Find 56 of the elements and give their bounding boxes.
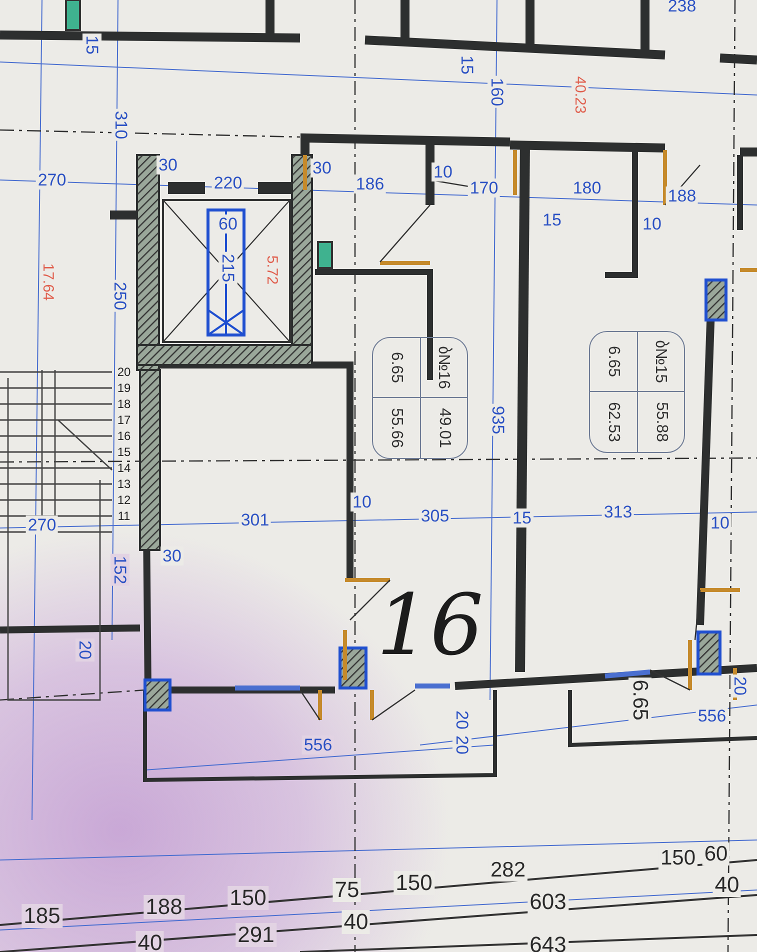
living-area-value: 55.88 [637,392,684,452]
ceiling-height-value: 6.65 [590,332,637,392]
dimension-label: 20 [76,638,94,662]
room-number: ბ№15 [637,332,684,392]
step-number: 11 [118,510,130,522]
dimension-label: 20 [452,734,472,756]
room-number: ბ№16 [420,338,467,398]
dimension-label: 75 [332,878,362,902]
dimension-label: 40 [136,931,164,952]
ceiling-height-value: 6.65 [373,338,420,398]
dimension-label: 188 [666,186,698,206]
area-label: 40.23 [572,74,588,116]
dimension-label: 30 [310,158,334,178]
dimension-label: 186 [354,174,386,194]
step-number: 12 [117,494,131,506]
dimension-label: 30 [160,546,184,566]
dimension-label: 15 [510,508,534,528]
dimension-label: 20 [730,674,750,698]
dimension-label: 170 [468,178,500,198]
living-area-value: 49.01 [420,398,467,458]
dimension-label: 150 [658,846,698,870]
dimension-label: 6.65 [628,678,652,722]
dimension-label: 60 [702,842,730,866]
dimension-label: 150 [394,871,434,895]
handwritten-number: 16 [376,583,484,667]
dimension-label: 15 [82,34,102,56]
dimension-label: 40 [712,873,742,897]
dimension-label: 152 [110,554,130,586]
step-number: 13 [117,478,131,490]
dimension-label: 10 [708,514,732,532]
dimension-label: 270 [26,516,58,534]
dimension-label: 270 [36,170,68,190]
dimension-label: 188 [144,895,184,919]
dimension-label: 160 [488,76,506,108]
dimension-label: 60 [216,214,240,234]
dimension-label: 215 [218,252,238,284]
step-number: 15 [117,446,131,458]
total-area-value: 62.53 [604,400,624,444]
total-area-value: 55.66 [388,406,406,450]
dimension-label: 150 [228,886,268,910]
dimension-label: 10 [432,162,454,182]
room-info-table [589,331,685,453]
step-number: 18 [117,398,131,410]
dimension-label: 185 [22,904,62,928]
dimension-label: 310 [112,108,130,142]
room-info-table [372,337,468,459]
step-number: 17 [117,414,131,426]
step-number: 19 [117,382,131,394]
dimension-label: 30 [156,156,180,174]
step-number: 14 [117,462,131,474]
dimension-label: 10 [350,492,374,512]
step-number: 16 [117,430,131,442]
step-number: 20 [117,366,131,378]
dimension-label: 291 [236,923,276,947]
dimension-label: 556 [302,736,334,754]
dimension-label: 40 [342,910,370,934]
